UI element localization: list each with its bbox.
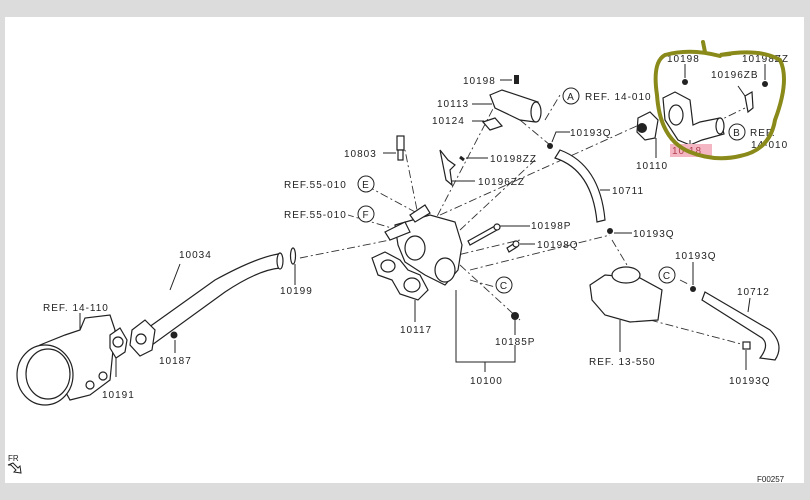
- water-pump-ref-14-110: [16, 314, 116, 406]
- label-10117: 10117: [400, 325, 432, 336]
- label-10712: 10712: [737, 287, 770, 298]
- callout-c-1: C: [495, 276, 513, 294]
- label-10198p: 10198P: [531, 221, 571, 232]
- clamp-10193q-d: [742, 341, 751, 350]
- thermostat-10110: [636, 111, 659, 141]
- callout-f: F: [357, 205, 375, 223]
- label-10100: 10100: [470, 376, 503, 387]
- bracket-10196zb: [744, 91, 754, 114]
- label-10198-top: 10198: [463, 76, 496, 87]
- bracket-10196zz: [439, 149, 456, 187]
- front-direction-marker: FR: [7, 454, 22, 474]
- label-10124: 10124: [432, 116, 465, 127]
- label-10199: 10199: [280, 286, 313, 297]
- nut-10187: [170, 331, 178, 339]
- bolt-10198-right: [682, 79, 688, 85]
- callout-b: B: [728, 123, 746, 141]
- label-10803: 10803: [344, 149, 377, 160]
- gasket-10124: [481, 117, 504, 131]
- bolt-10198-top: [514, 75, 519, 84]
- label-ref-f: REF.55-010: [284, 210, 347, 221]
- label-10187: 10187: [159, 356, 192, 367]
- label-10198zz-mid: 10198ZZ: [490, 154, 537, 165]
- label-10193q-c: 10193Q: [675, 251, 717, 262]
- hose-10712: [701, 291, 780, 361]
- annotation-circle: [653, 40, 786, 161]
- label-ref-b-2: 14-010: [751, 140, 788, 151]
- clamp-10193q-a: [547, 143, 553, 149]
- label-10193q-b: 10193Q: [633, 229, 675, 240]
- front-arrow-icon: [7, 462, 22, 474]
- clamp-10193q-c: [690, 286, 696, 292]
- throttle-body-ref-13-550: [589, 266, 663, 323]
- water-inlet-10118: [662, 91, 725, 146]
- label-10193q-a: 10193Q: [570, 128, 612, 139]
- callout-c2-text: C: [663, 271, 671, 282]
- label-ref-b-1: REF.: [750, 128, 776, 139]
- callout-c-2: C: [658, 266, 676, 284]
- label-10110: 10110: [636, 161, 668, 172]
- label-ref-e: REF.55-010: [284, 180, 347, 191]
- clamp-10193q-b: [607, 228, 613, 234]
- label-ref-13-550: REF. 13-550: [589, 357, 656, 368]
- label-10196zz: 10196ZZ: [478, 177, 525, 188]
- label-10185p: 10185P: [495, 337, 535, 348]
- callout-e: E: [357, 175, 375, 193]
- water-outlet-10113: [489, 89, 542, 123]
- o-ring-10199: [289, 247, 297, 265]
- label-10198q: 10198Q: [537, 240, 579, 251]
- label-10198zz-right: 10198ZZ: [742, 54, 789, 65]
- temp-sensor-10803: [396, 135, 405, 161]
- front-marker-text: FR: [8, 454, 19, 463]
- callout-a: A: [562, 87, 580, 105]
- gasket-10191: [109, 327, 128, 359]
- leader-lines: [79, 64, 766, 377]
- callout-b-text: B: [733, 128, 741, 139]
- label-ref-a: REF. 14-010: [585, 92, 652, 103]
- hose-10711: [554, 149, 606, 223]
- bolt-10198p: [467, 223, 501, 246]
- label-10711: 10711: [612, 186, 644, 197]
- label-10034: 10034: [179, 250, 212, 261]
- bolt-10198q: [506, 240, 520, 253]
- bolt-10198zz-right: [762, 81, 768, 87]
- callout-f-text: F: [362, 210, 369, 221]
- figure-code: F00257: [757, 475, 785, 484]
- callout-c1-text: C: [500, 281, 508, 292]
- label-ref-14-110: REF. 14-110: [43, 303, 109, 314]
- water-pipe-10034: [129, 252, 284, 357]
- label-10198-right: 10198: [667, 54, 700, 65]
- part-labels: 10198 10113 10124 REF. 14-010 10193Q 108…: [43, 54, 789, 401]
- gasket-10117: [371, 251, 429, 301]
- thermostat-housing-10100: [384, 204, 463, 286]
- label-10193q-d: 10193Q: [729, 376, 771, 387]
- nut-10185p: [511, 312, 519, 320]
- callout-a-text: A: [567, 92, 575, 103]
- label-10113: 10113: [437, 99, 469, 110]
- label-10196zb: 10196ZB: [711, 70, 759, 81]
- callout-e-text: E: [362, 180, 370, 191]
- bolt-10198zz-mid: [459, 155, 465, 162]
- label-10191: 10191: [102, 390, 135, 401]
